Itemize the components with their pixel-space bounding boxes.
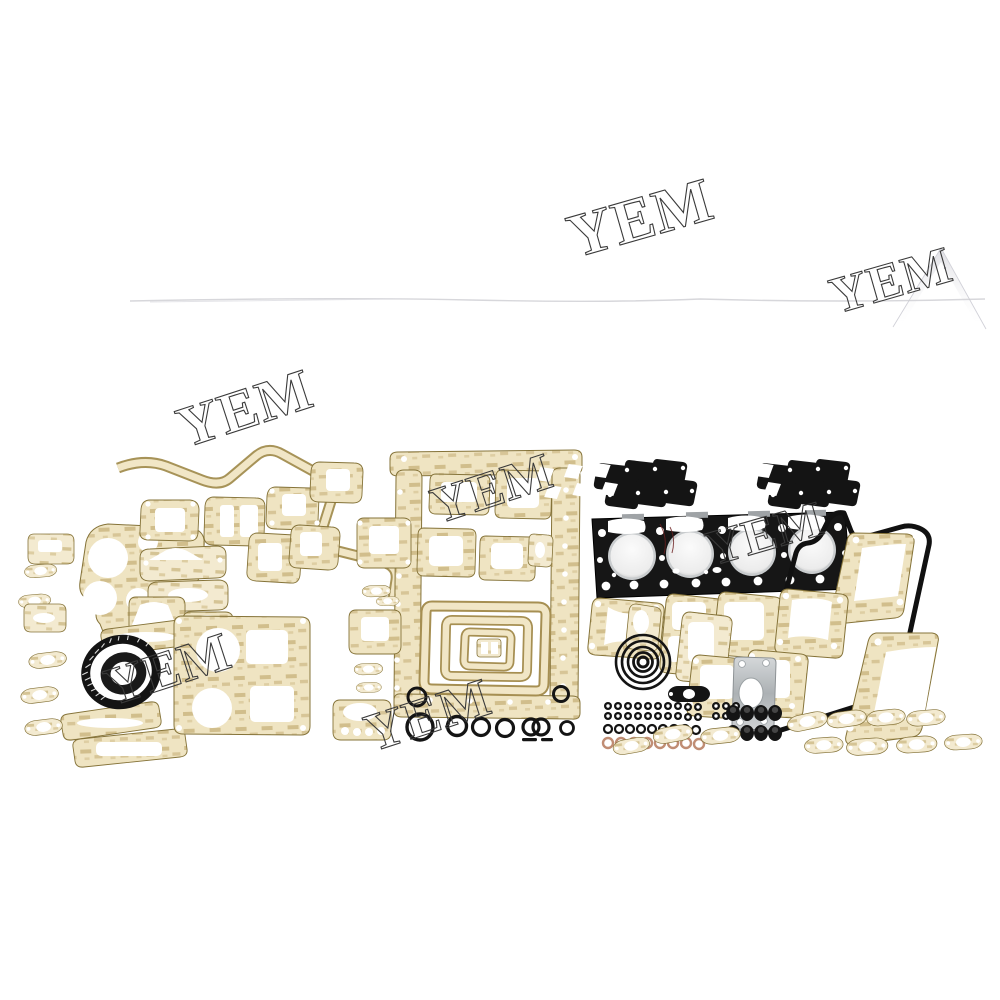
pan-inner-gaskets — [416, 469, 554, 582]
crankshaft-oil-seal — [81, 634, 161, 710]
faint-horizontal-scan-line — [129, 298, 986, 303]
mid-column-gaskets — [332, 517, 412, 741]
large-block-gaskets — [173, 615, 311, 736]
small-paper-gasket-group-a — [139, 461, 364, 547]
o-ring-set-concentric — [614, 633, 672, 691]
nested-cover-gaskets — [418, 600, 552, 697]
washer-and-seal-rows — [601, 702, 740, 751]
small-paper-gasket-group-b — [139, 545, 229, 613]
upper-engine-gasket-group — [535, 459, 984, 757]
lower-engine-gasket-group — [17, 445, 583, 768]
head-gasket-bores — [608, 526, 836, 580]
left-square-gaskets — [23, 533, 75, 633]
flat-seal-bars-left — [522, 738, 553, 742]
loose-o-rings-left — [405, 685, 575, 742]
small-black-flange-gasket — [668, 686, 710, 702]
metal-flange-gasket — [731, 656, 777, 731]
water-pump-gasket-group — [246, 524, 341, 584]
